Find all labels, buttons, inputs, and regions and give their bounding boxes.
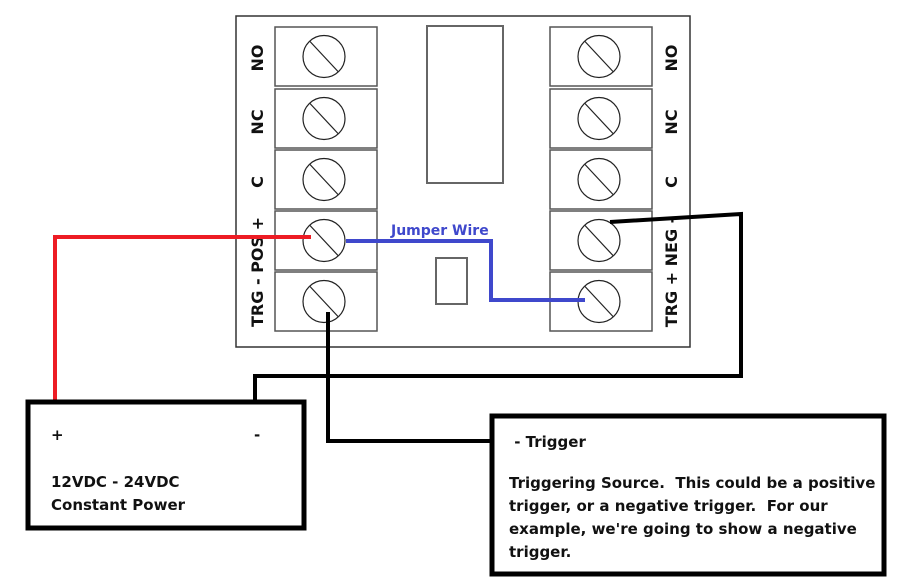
right-terminal-2 [549, 88, 653, 149]
trigger-wire [326, 312, 492, 443]
right-label-c: C [662, 176, 681, 188]
power-voltage-label: 12VDC - 24VDC [51, 473, 180, 491]
power-plus-label: + [51, 426, 64, 444]
right-terminal-3 [549, 149, 653, 210]
small-component [435, 257, 468, 305]
screw-slot [309, 225, 339, 256]
trigger-desc-line-4: trigger. [509, 543, 571, 561]
screw-slot [309, 164, 339, 195]
left-terminal-4 [274, 210, 378, 271]
power-supply-box [25, 399, 307, 531]
screw-slot [584, 225, 614, 256]
screw-slot [584, 103, 614, 134]
screw-slot [309, 41, 339, 72]
jumper-wire [346, 239, 585, 302]
left-terminal-3 [274, 149, 378, 210]
right-terminal-1 [549, 26, 653, 87]
left-label-trg-pos: TRG - POS + [248, 217, 267, 327]
screw-slot [584, 164, 614, 195]
trigger-desc-line-1: Triggering Source. This could be a posit… [509, 474, 875, 492]
left-terminal-1 [274, 26, 378, 87]
left-label-no: NO [248, 45, 267, 72]
relay-component [426, 25, 504, 184]
left-label-c: C [248, 176, 267, 188]
screw-slot [584, 286, 614, 317]
left-terminal-2 [274, 88, 378, 149]
power-type-label: Constant Power [51, 496, 186, 514]
left-label-nc: NC [248, 109, 267, 134]
positive-wire [53, 235, 311, 402]
screw-slot [309, 103, 339, 134]
trigger-title: - Trigger [509, 433, 586, 451]
negative-wire [253, 211, 743, 402]
power-minus-label: - [254, 426, 260, 444]
right-label-nc: NC [662, 109, 681, 134]
trigger-desc-line-2: trigger, or a negative trigger. For our [509, 497, 828, 515]
screw-slot [309, 286, 339, 317]
right-label-no: NO [662, 45, 681, 72]
jumper-wire-label: Jumper Wire [390, 223, 489, 239]
trigger-source-box [489, 413, 887, 577]
trigger-desc-line-3: example, we're going to show a negative [509, 520, 857, 538]
left-terminal-block [274, 26, 378, 332]
right-terminal-block [549, 26, 653, 332]
screw-slot [584, 41, 614, 72]
right-label-trg-neg: TRG + NEG - [662, 217, 681, 328]
